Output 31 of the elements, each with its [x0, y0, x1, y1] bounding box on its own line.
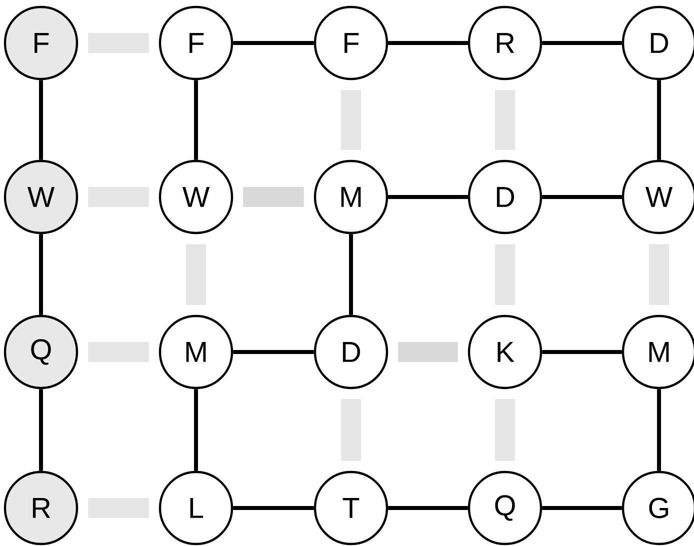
connector-line: [233, 350, 314, 354]
connector-line: [349, 234, 353, 315]
connector-bar: [88, 498, 149, 518]
connector-bar: [88, 33, 149, 53]
connector-line: [39, 80, 43, 160]
connector-line: [542, 350, 622, 354]
connector-line: [388, 506, 468, 510]
connector-line: [542, 506, 622, 510]
connector-bar: [341, 90, 361, 150]
connector-bar: [495, 90, 515, 150]
connector-bar: [88, 342, 149, 362]
connector-line: [39, 234, 43, 315]
connector-line: [39, 389, 43, 471]
connector-bar: [495, 399, 515, 461]
connector-line: [194, 80, 198, 160]
connector-bar: [495, 244, 515, 305]
connector-bar: [341, 399, 361, 461]
connector-line: [388, 194, 468, 199]
connector-line: [233, 506, 314, 510]
connector-bar: [243, 186, 304, 207]
connector-line: [388, 41, 468, 45]
connector-line: [657, 80, 661, 160]
connector-line: [233, 41, 314, 45]
connector-bar: [186, 244, 206, 305]
connector-bar: [398, 342, 458, 362]
connector-line: [194, 389, 198, 471]
connector-bar: [649, 244, 669, 305]
connector-line: [542, 41, 622, 45]
connector-line: [657, 389, 661, 471]
connector-bar: [88, 186, 149, 207]
connector-line: [542, 194, 622, 199]
